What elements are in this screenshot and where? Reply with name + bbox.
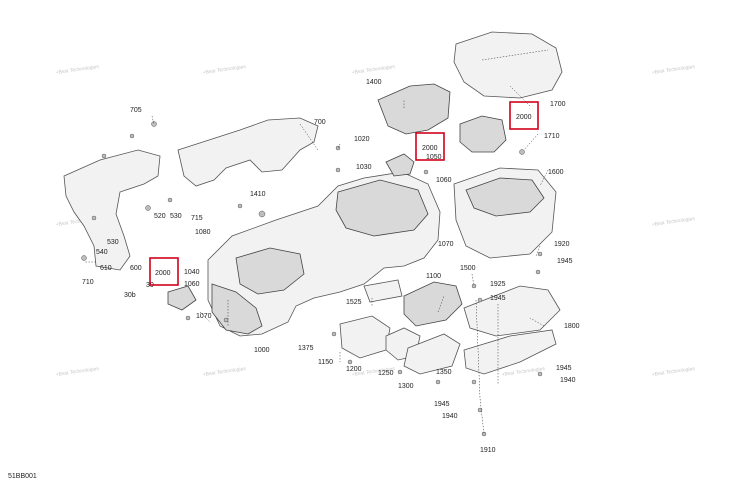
callout-1945: 1945	[556, 365, 572, 372]
callout-30b: 30b	[124, 292, 136, 299]
highlight-label: 2000	[155, 270, 171, 277]
callout-1050: 1050	[426, 154, 442, 161]
callout-1030: 1030	[356, 164, 372, 171]
callout-1945: 1945	[434, 401, 450, 408]
highlight-label: 2000	[516, 114, 532, 121]
callout-1525: 1525	[346, 299, 362, 306]
hardware-fasteners	[81, 121, 543, 437]
watermark: +Best Technologies	[651, 216, 695, 228]
latch-assembly	[459, 115, 507, 153]
callout-1945: 1945	[490, 295, 506, 302]
callout-600: 600	[130, 265, 142, 272]
highlight-box	[415, 132, 445, 161]
watermark: +Best Technologies	[55, 64, 99, 76]
callout-705: 705	[130, 107, 142, 114]
upper-support-rail	[177, 117, 319, 187]
callout-1800: 1800	[564, 323, 580, 330]
callout-710: 710	[82, 279, 94, 286]
rear-rack-frame	[463, 285, 561, 337]
left-pod-opening	[235, 247, 305, 295]
watermark: +Best Technologies	[202, 366, 246, 378]
callout-1910: 1910	[480, 447, 496, 454]
callout-1940: 1940	[560, 377, 576, 384]
callout-1250: 1250	[378, 370, 394, 377]
callout-1350: 1350	[436, 369, 452, 376]
trim-plate	[339, 315, 391, 359]
callout-1070: 1070	[438, 241, 454, 248]
rear-rack-lower	[463, 329, 557, 375]
callout-715: 715	[191, 215, 203, 222]
callout-700: 700	[314, 119, 326, 126]
watermark: +Best Technologies	[55, 366, 99, 378]
callout-540: 540	[96, 249, 108, 256]
highlight-callouts: 2000 2000 2000	[149, 101, 539, 286]
highlight-label: 2000	[422, 145, 438, 152]
callout-1200: 1200	[346, 366, 362, 373]
diagram-code: 51BB001	[8, 473, 37, 480]
watermark: +Best Technologies	[202, 64, 246, 76]
top-case-bin-interior	[465, 177, 545, 217]
callout-1945: 1945	[557, 258, 573, 265]
callout-1710: 1710	[544, 133, 560, 140]
callout-1060: 1060	[184, 281, 200, 288]
watermark: +Best Technologies	[351, 64, 395, 76]
highlight-box	[509, 101, 539, 130]
front-grill-insert	[403, 281, 463, 327]
callout-530: 530	[107, 239, 119, 246]
callout-1060: 1060	[436, 177, 452, 184]
left-latch-part	[167, 285, 197, 311]
callout-1375: 1375	[298, 345, 314, 352]
leader-lines	[84, 85, 549, 435]
callout-1300: 1300	[398, 383, 414, 390]
seat-cover	[377, 83, 451, 135]
callout-1920: 1920	[554, 241, 570, 248]
highlight-box	[149, 257, 179, 286]
callout-1700: 1700	[550, 101, 566, 108]
callout-1020: 1020	[354, 136, 370, 143]
callout-610: 610	[100, 265, 112, 272]
watermark: +Best Technologies	[651, 366, 695, 378]
callout-1070: 1070	[196, 313, 212, 320]
watermark: +Best Technologies	[651, 64, 695, 76]
callout-1040: 1040	[184, 269, 200, 276]
top-case-lid	[453, 31, 563, 99]
callout-1150: 1150	[318, 359, 333, 366]
mounting-bracket	[363, 279, 403, 303]
callout-1940: 1940	[442, 413, 458, 420]
seat-latch	[385, 153, 415, 177]
callout-1500: 1500	[460, 265, 476, 272]
callout-1100: 1100	[426, 273, 441, 280]
callout-1410: 1410	[250, 191, 266, 198]
callout-520: 520	[154, 213, 166, 220]
callout-1000: 1000	[254, 347, 270, 354]
center-tray	[335, 179, 429, 237]
callout-1080: 1080	[195, 229, 211, 236]
callout-1925: 1925	[490, 281, 506, 288]
callout-1400: 1400	[366, 79, 382, 86]
display-cluster	[403, 333, 461, 375]
callout-530: 530	[170, 213, 182, 220]
callout-1600: 1600	[548, 169, 564, 176]
left-side-bracket	[63, 149, 161, 271]
